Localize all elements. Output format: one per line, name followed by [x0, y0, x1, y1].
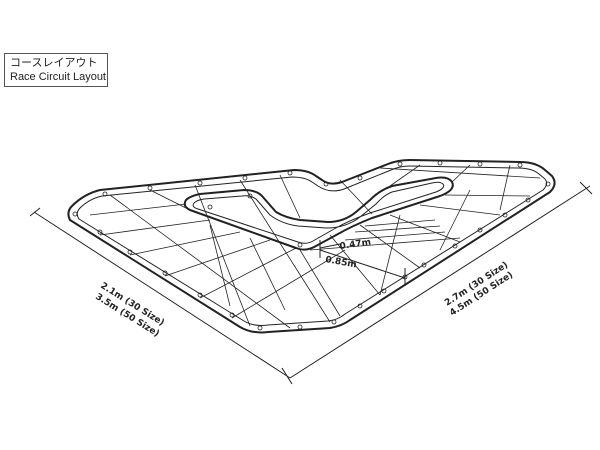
dimension-lines [29, 181, 593, 385]
track-inner-edge [183, 176, 454, 251]
track-grid [89, 164, 541, 329]
title-box: コースレイアウト Race Circuit Layout [4, 53, 108, 87]
track-outer-rail [76, 165, 548, 326]
bolt-holes [72, 160, 551, 331]
lane-width-label: 0.47m [339, 238, 372, 252]
track-outer-edge [67, 159, 556, 334]
track-inner-rail [192, 181, 445, 244]
track-width-label: 0.85m [324, 255, 357, 270]
title-japanese: コースレイアウト [10, 57, 98, 69]
title-english: Race Circuit Layout [10, 71, 106, 83]
